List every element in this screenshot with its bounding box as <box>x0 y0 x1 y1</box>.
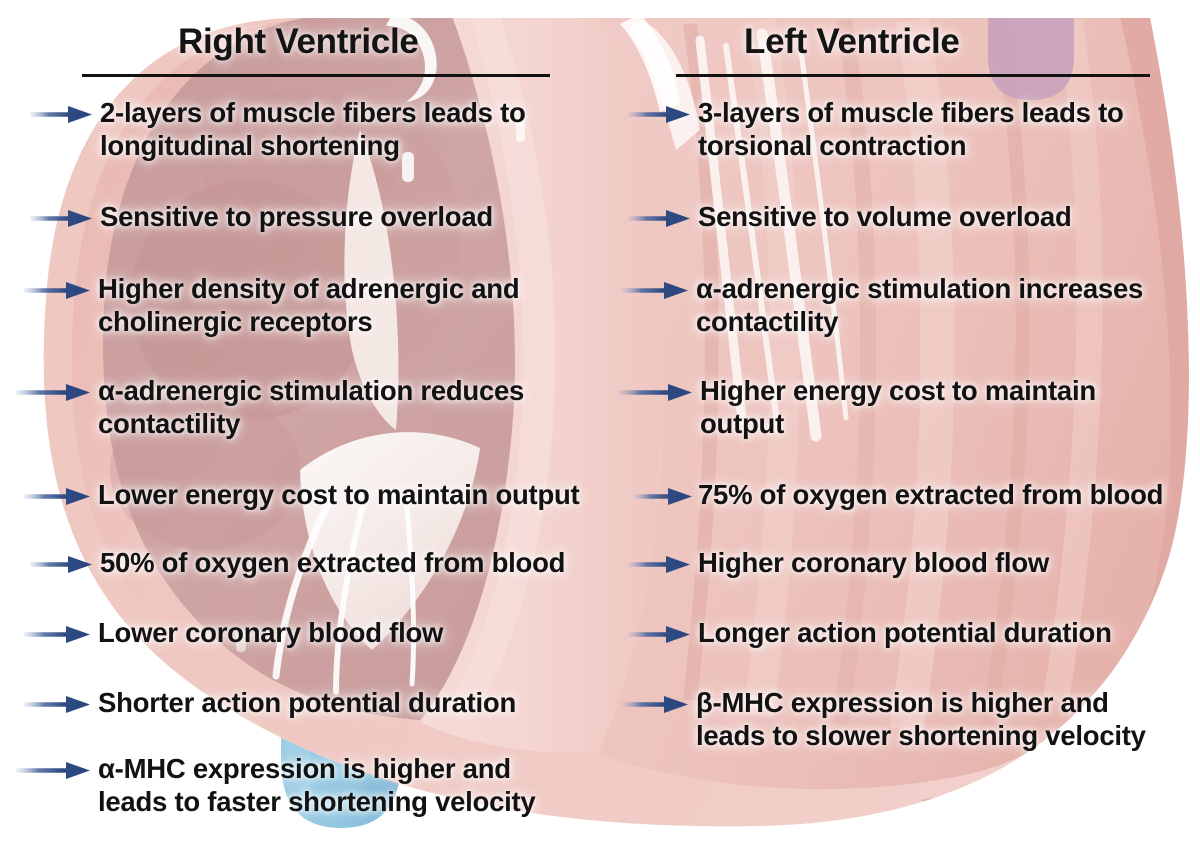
bullet-text: α-adrenergic stimulation increases conta… <box>696 273 1144 337</box>
bullet-text: Sensitive to pressure overload <box>100 201 493 232</box>
bullet-rv-9: α-MHC expression is higher and leads to … <box>16 752 626 818</box>
arrow-icon <box>30 555 92 574</box>
bullet-text: Longer action potential duration <box>698 617 1112 648</box>
bullet-text: 2-layers of muscle fibers leads to longi… <box>100 97 526 161</box>
arrow-icon <box>628 209 690 228</box>
bullet-rv-4: α-adrenergic stimulation reduces contact… <box>16 374 626 440</box>
bullet-text: Lower coronary blood flow <box>98 617 444 648</box>
bullet-text: Sensitive to volume overload <box>698 201 1072 232</box>
heading-rule-left <box>676 74 1150 77</box>
bullet-lv-1: 3-layers of muscle fibers leads to torsi… <box>628 96 1200 162</box>
arrow-icon <box>24 487 90 506</box>
bullet-text: Higher coronary blood flow <box>698 547 1050 578</box>
bullet-text: α-adrenergic stimulation reduces contact… <box>98 375 525 439</box>
heading-rule-right <box>82 74 550 77</box>
bullet-text: Lower energy cost to maintain output <box>98 479 580 510</box>
arrow-icon <box>634 487 692 506</box>
heading-left-ventricle: Left Ventricle <box>744 22 960 61</box>
arrow-icon <box>628 105 690 124</box>
bullet-lv-2: Sensitive to volume overload <box>628 200 1200 233</box>
bullet-text: α-MHC expression is higher and leads to … <box>98 753 536 817</box>
bullet-rv-5: Lower energy cost to maintain output <box>24 478 644 511</box>
arrow-icon <box>24 695 90 714</box>
arrow-icon <box>622 281 688 300</box>
bullet-rv-2: Sensitive to pressure overload <box>30 200 630 233</box>
bullet-rv-1: 2-layers of muscle fibers leads to longi… <box>30 96 630 162</box>
bullet-text: Higher density of adrenergic and choline… <box>98 273 520 337</box>
bullet-rv-6: 50% of oxygen extracted from blood <box>30 546 630 579</box>
bullet-text: Higher energy cost to maintain output <box>700 375 1096 439</box>
bullet-lv-3: α-adrenergic stimulation increases conta… <box>622 272 1200 338</box>
bullet-text: 75% of oxygen extracted from blood <box>698 479 1164 510</box>
arrow-icon <box>628 555 690 574</box>
bullet-rv-8: Shorter action potential duration <box>24 686 624 719</box>
arrow-icon <box>16 761 90 780</box>
bullet-lv-4: Higher energy cost to maintain output <box>618 374 1200 440</box>
heading-right-ventricle: Right Ventricle <box>178 22 419 61</box>
bullet-rv-3: Higher density of adrenergic and choline… <box>24 272 624 338</box>
bullet-lv-5: 75% of oxygen extracted from blood <box>634 478 1200 511</box>
arrow-icon <box>30 105 92 124</box>
arrow-icon <box>628 625 690 644</box>
bullet-text: β-MHC expression is higher and leads to … <box>696 687 1146 751</box>
arrow-icon <box>24 281 90 300</box>
bullet-text: 3-layers of muscle fibers leads to torsi… <box>698 97 1124 161</box>
arrow-icon <box>16 383 90 402</box>
bullet-lv-8: β-MHC expression is higher and leads to … <box>622 686 1200 752</box>
bullet-rv-7: Lower coronary blood flow <box>24 616 624 649</box>
bullet-lv-7: Longer action potential duration <box>628 616 1200 649</box>
arrow-icon <box>618 383 692 402</box>
bullet-text: 50% of oxygen extracted from blood <box>100 547 566 578</box>
arrow-icon <box>622 695 688 714</box>
arrow-icon <box>24 625 90 644</box>
arrow-icon <box>30 209 92 228</box>
bullet-lv-6: Higher coronary blood flow <box>628 546 1200 579</box>
bullet-text: Shorter action potential duration <box>98 687 517 718</box>
